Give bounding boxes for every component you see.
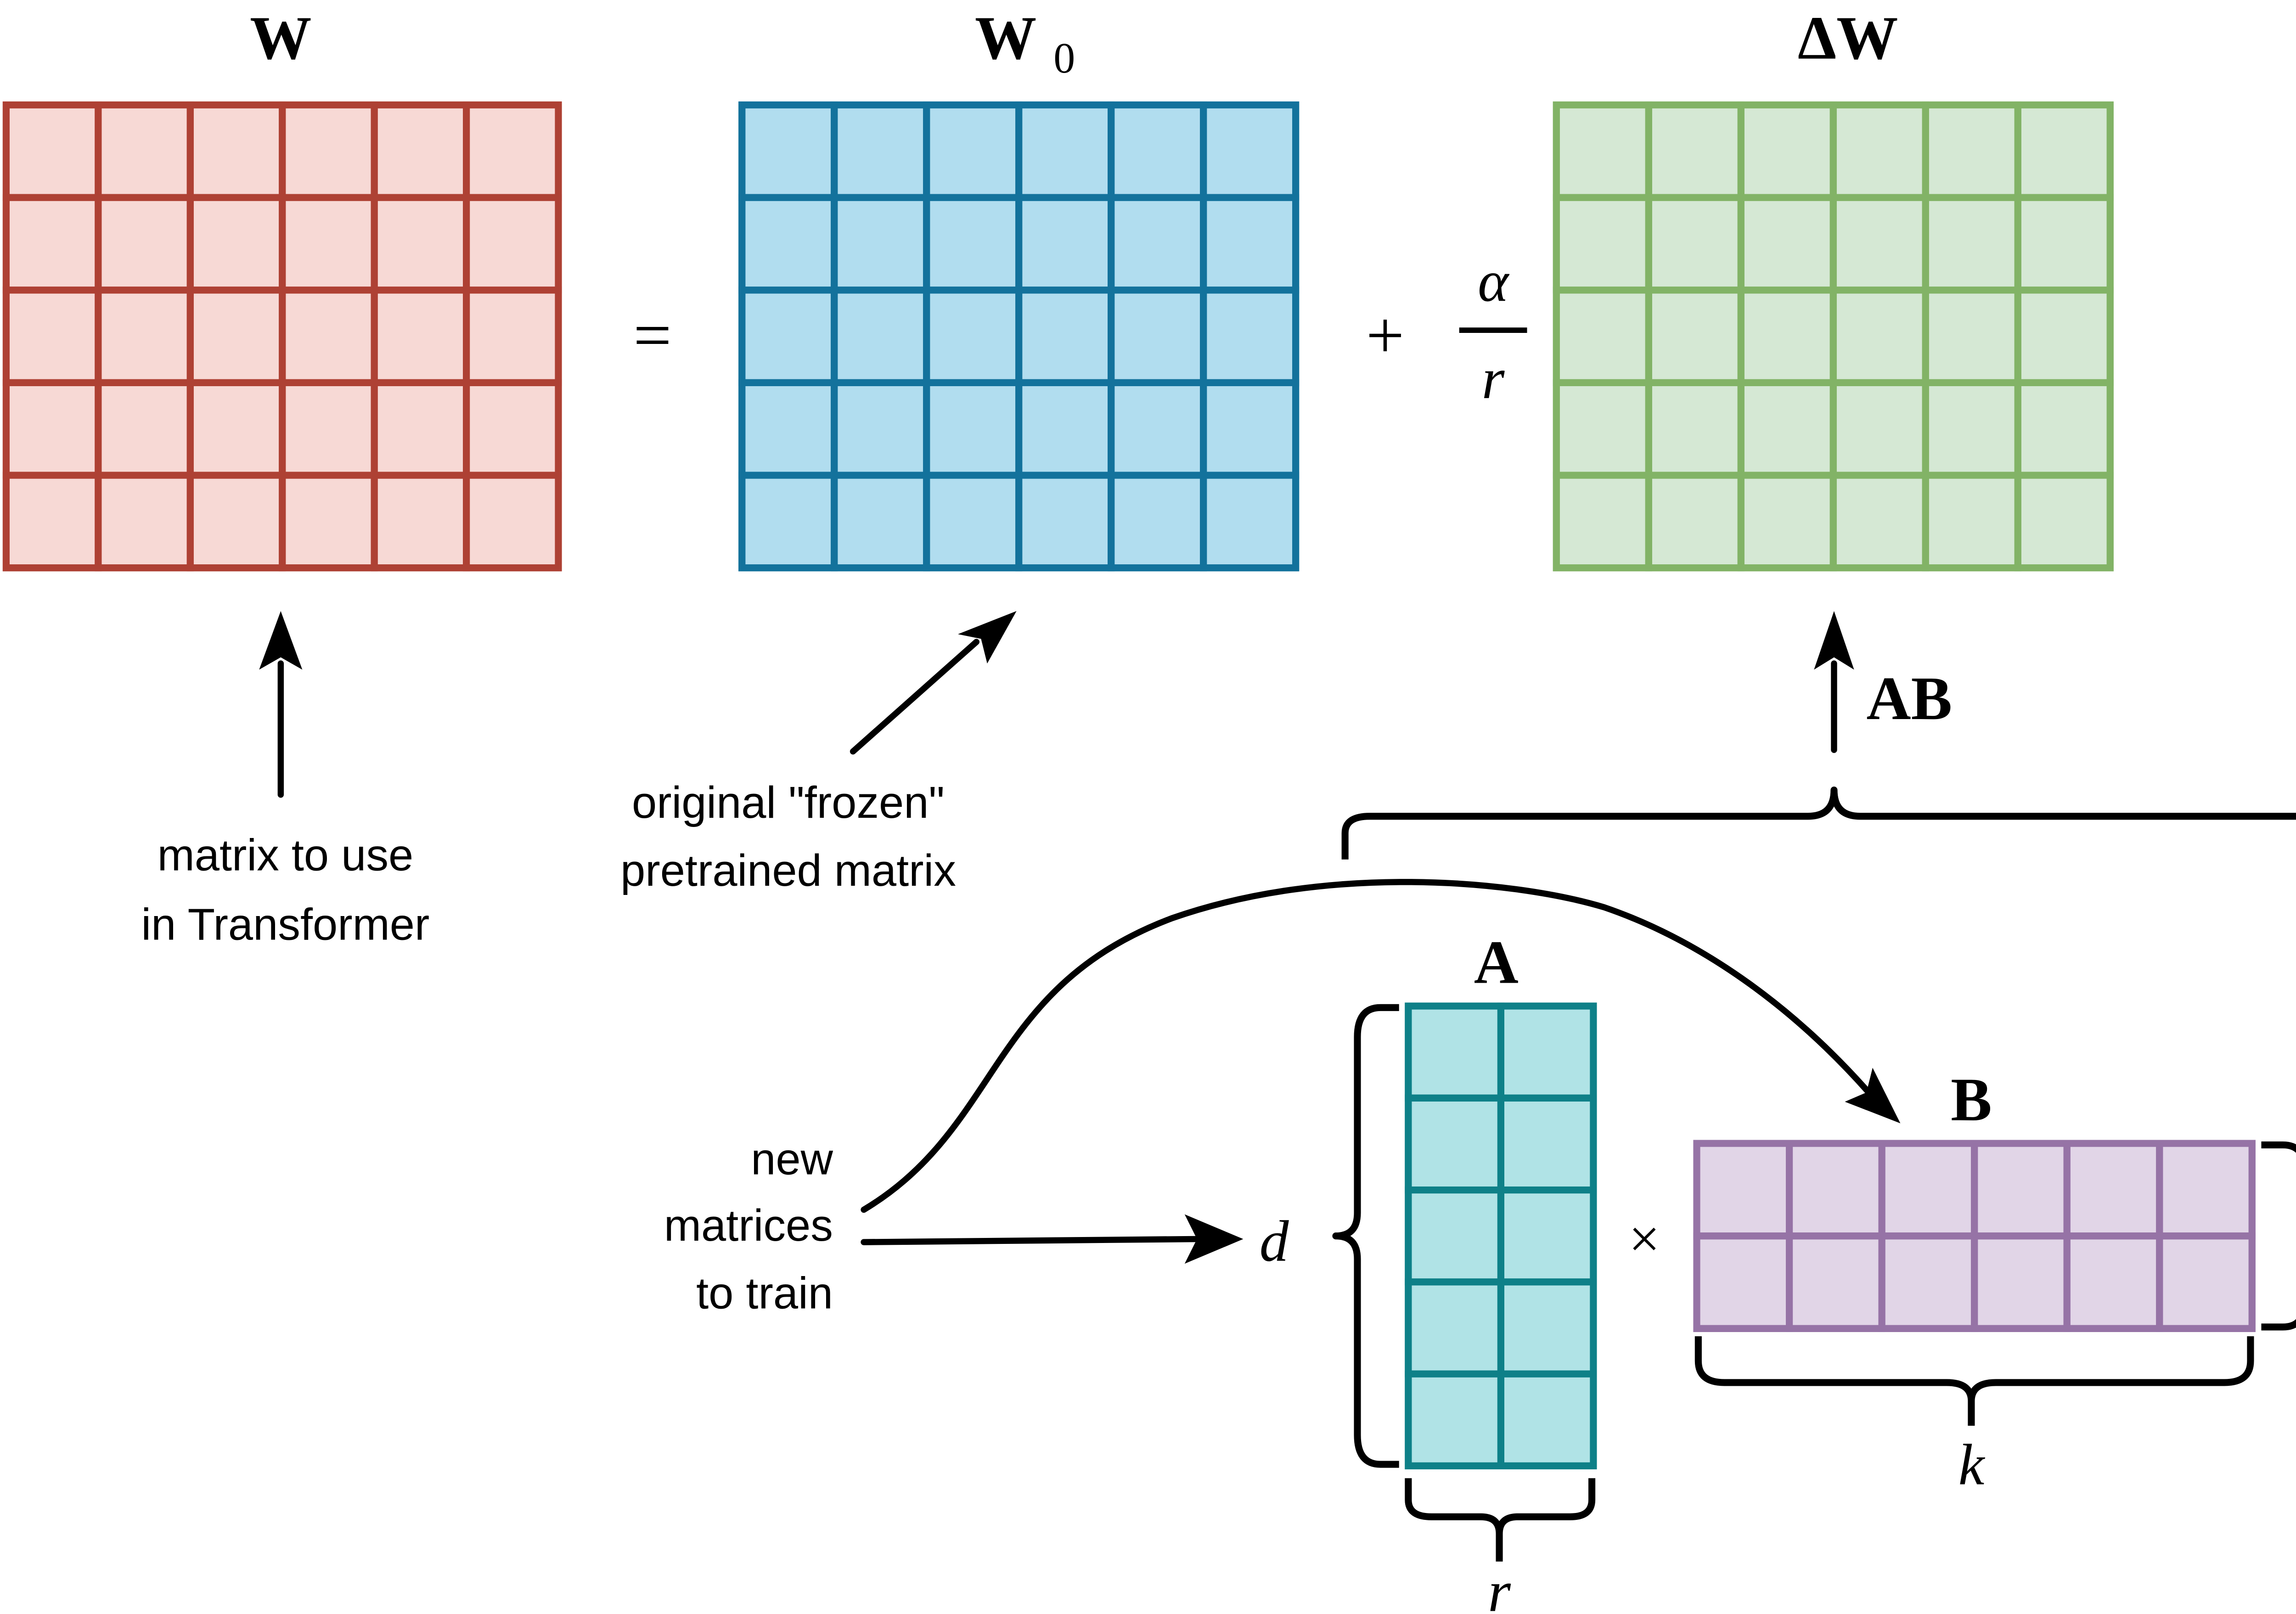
fraction-denominator: r [1482,346,1505,411]
svg-text:matrices: matrices [664,1200,833,1250]
arrowhead-icon [259,611,303,670]
matrix-cell [1200,472,1300,572]
matrix-cell [463,472,562,572]
plus-sign: + [1366,298,1404,373]
arrowhead-icon [1845,1068,1901,1124]
w0-arrow [850,611,1017,755]
b-matrix [1693,1140,2256,1332]
ab-brace [1341,786,2296,860]
svg-text:matrix to use: matrix to use [158,830,414,880]
ab-arrow [1814,611,1854,753]
w0-matrix-label: W 0 [975,4,1075,82]
curved-arrow-to-b [861,879,1901,1213]
matrix-cell [2014,472,2114,572]
equals-sign: = [633,298,671,373]
svg-text:W: W [975,4,1036,73]
times-sign: × [1629,1209,1660,1270]
svg-text:0: 0 [1053,34,1075,82]
b-cols-dimension: k [1958,1432,1986,1497]
w-matrix [2,101,562,572]
svg-text:to train: to train [696,1268,833,1318]
delta-w-matrix-label: ΔW [1798,4,1898,73]
matrix-cell [2156,1232,2256,1332]
svg-text:original "frozen": original "frozen" [632,777,945,827]
arrowhead-icon [958,611,1017,664]
b-matrix-label: B [1951,1066,1992,1134]
w0-matrix [738,101,1300,572]
arrowhead-icon [1184,1214,1244,1264]
delta-w-matrix [1553,101,2114,572]
svg-text:pretrained matrix: pretrained matrix [620,845,956,895]
a-matrix-label: A [1474,928,1519,997]
w0-caption: original "frozen" pretrained matrix [620,777,956,895]
arrowhead-icon [1814,611,1854,670]
a-cols-brace [1405,1478,1596,1562]
a-cols-dimension: r [1488,1558,1511,1614]
matrix-cell [1497,1370,1597,1469]
b-rows-brace [2261,1141,2296,1331]
svg-text:new: new [751,1134,833,1184]
fraction-numerator: α [1478,248,1510,314]
a-matrix [1405,1002,1597,1469]
w-caption: matrix to use in Transformer [141,830,429,949]
a-rows-dimension: d [1260,1208,1289,1273]
new-matrices-caption: new matrices to train [664,1134,833,1318]
w-arrow [259,611,303,798]
w-matrix-label: W [250,4,311,73]
svg-text:in Transformer: in Transformer [141,899,429,949]
b-cols-brace [1694,1336,2254,1426]
a-rows-brace [1332,1004,1399,1468]
ab-label: AB [1867,664,1953,733]
alpha-over-r-fraction: α r [1459,248,1527,411]
arrow-to-d [861,1214,1244,1264]
